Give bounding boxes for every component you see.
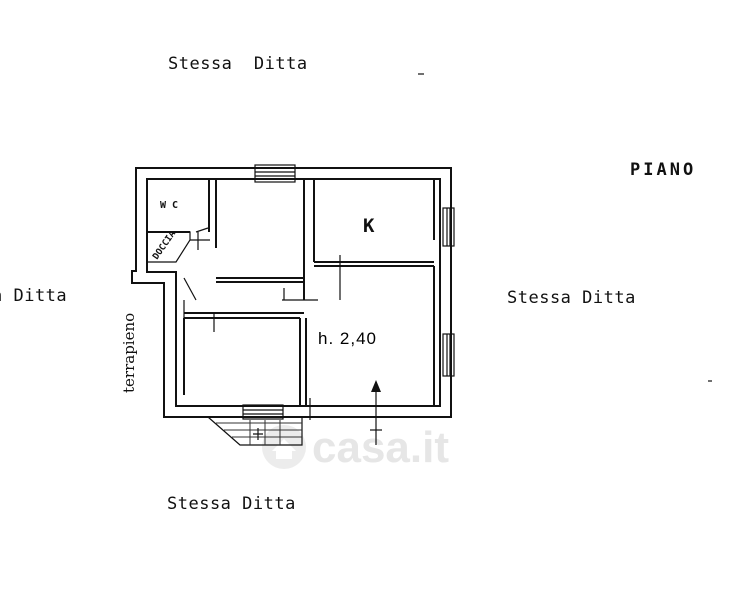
doors xyxy=(183,232,341,420)
wc-label: W C xyxy=(160,200,178,211)
kitchen-label: K xyxy=(363,215,375,237)
entrance-arrow-icon xyxy=(370,380,382,445)
floor-label: PIANO xyxy=(630,160,696,180)
neighbor-label-right: Stessa Ditta xyxy=(507,288,636,308)
doccia-label: DOCCIA xyxy=(151,229,178,262)
watermark-text: casa.it xyxy=(312,423,449,472)
exterior-stairs xyxy=(207,416,303,446)
shower: DOCCIA xyxy=(146,229,191,263)
neighbor-label-top: Stessa Ditta xyxy=(168,54,308,74)
outer-walls xyxy=(131,167,452,418)
interior-walls xyxy=(147,179,435,406)
neighbor-label-bottom: Stessa Ditta xyxy=(167,494,296,514)
watermark: casa.it xyxy=(262,423,449,472)
stray-marks xyxy=(195,73,712,382)
ceiling-height-label: h. 2,40 xyxy=(318,329,377,348)
neighbor-label-left: a Ditta xyxy=(0,286,67,306)
terrapieno-label: terrapieno xyxy=(120,313,138,393)
windows xyxy=(242,164,455,420)
house-logo-icon xyxy=(262,425,306,469)
